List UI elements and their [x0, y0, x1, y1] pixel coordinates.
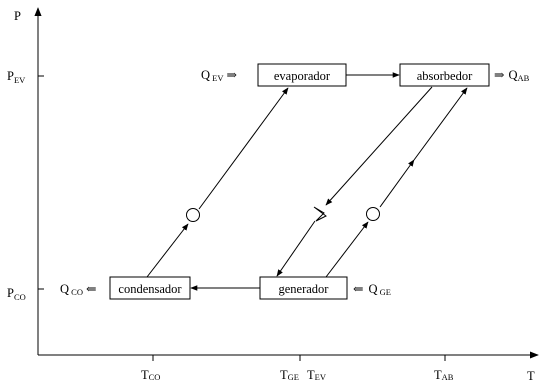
- flow-absorbedor-to-generador: [276, 86, 433, 277]
- valve-circle-refrigerant: [186, 208, 200, 222]
- generador-label: generador: [279, 282, 330, 296]
- x-tick-label-tab: TAB: [434, 368, 454, 382]
- y-axis-label: P: [14, 9, 21, 23]
- evaporador-box: evaporador: [257, 63, 347, 87]
- absorbedor-label: absorbedor: [417, 69, 473, 83]
- heat-label-q-ge: ⇐Q GE: [353, 282, 391, 297]
- x-axis-label: T: [527, 369, 535, 383]
- condensador-label: condensador: [118, 282, 182, 296]
- heat-label-q-ev: Q EV⇒: [201, 68, 238, 83]
- condensador-box: condensador: [109, 276, 191, 300]
- absorbedor-box: absorbedor: [399, 63, 490, 87]
- pump-circle: [366, 207, 380, 221]
- generador-box: generador: [259, 276, 348, 300]
- flow-condensador-to-evaporador: [146, 87, 289, 278]
- throttle-valve-icon: [313, 206, 327, 222]
- x-tick-label-tge: TGE: [280, 368, 299, 382]
- y-tick-label-pev: PEV: [7, 69, 26, 85]
- x-tick-label-tev: TEV: [307, 368, 327, 382]
- evaporador-label: evaporador: [274, 69, 331, 83]
- x-tick-label-tco: TCO: [141, 368, 160, 382]
- heat-label-q-ab: ⇒QAB: [494, 68, 530, 83]
- y-tick-label-pco: PCO: [7, 286, 26, 302]
- heat-label-q-co: Q CO⇐: [60, 282, 96, 297]
- flow-generador-to-absorbedor: [325, 87, 468, 278]
